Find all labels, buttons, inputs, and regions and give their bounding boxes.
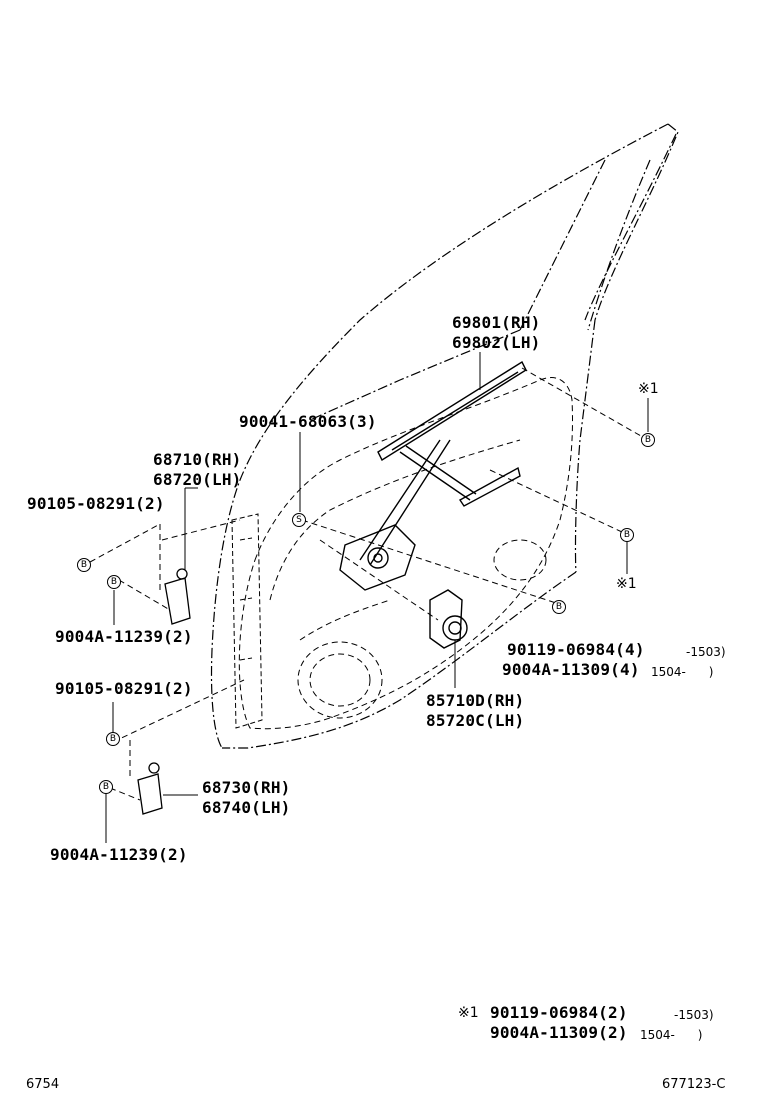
label-motor-lh: 85720C(LH) bbox=[426, 711, 525, 730]
hinge-pillar bbox=[231, 513, 263, 729]
label-hinge-upper-rh: 68710(RH) bbox=[153, 450, 242, 469]
b-symbol-upper-left: B bbox=[77, 558, 91, 572]
label-bolt-top: 90041-68063(3) bbox=[239, 412, 377, 431]
label-bolt-upper-a: 90105-08291(2) bbox=[27, 494, 165, 513]
lower-hinge bbox=[137, 762, 163, 815]
footnote-line2-part: 9004A-11309(2) bbox=[490, 1023, 628, 1042]
b-symbol-upper-hinge: B bbox=[107, 575, 121, 589]
label-regulator-lh: 69802(LH) bbox=[452, 333, 541, 352]
ref-mark-top: ※1 bbox=[638, 381, 659, 397]
label-motor-rh: 85710D(RH) bbox=[426, 691, 525, 710]
label-hinge-lower-lh: 68740(LH) bbox=[202, 798, 291, 817]
label-bolt-upper-b: 9004A-11239(2) bbox=[55, 627, 193, 646]
dashed-leaders bbox=[89, 367, 642, 801]
b-symbol-motor: B bbox=[552, 600, 566, 614]
footer-left-code: 6754 bbox=[26, 1077, 60, 1092]
upper-hinge bbox=[164, 568, 191, 625]
footnote-mark: ※1 bbox=[458, 1005, 479, 1021]
label-bolt-motor-b: 9004A-11309(4) bbox=[502, 660, 640, 679]
window-motor bbox=[429, 589, 468, 649]
ref-mark-bottom: ※1 bbox=[616, 576, 637, 592]
b-symbol-mid-right: B bbox=[620, 528, 634, 542]
label-regulator-rh: 69801(RH) bbox=[452, 313, 541, 332]
s-symbol: S bbox=[292, 513, 306, 527]
label-bolt-motor-b-date: 1504- ) bbox=[651, 665, 714, 679]
b-symbol-lower-hinge: B bbox=[99, 780, 113, 794]
label-hinge-upper-lh: 68720(LH) bbox=[153, 470, 242, 489]
label-bolt-motor-a-date: -1503) bbox=[686, 645, 726, 659]
door-outline bbox=[210, 123, 679, 749]
label-hinge-lower-rh: 68730(RH) bbox=[202, 778, 291, 797]
footnote-line1-part: 90119-06984(2) bbox=[490, 1003, 628, 1022]
regulator-rail bbox=[339, 360, 527, 591]
label-bolt-lower-b: 9004A-11239(2) bbox=[50, 845, 188, 864]
footnote-line2-date: 1504- ) bbox=[640, 1028, 703, 1042]
b-symbol-lower-left: B bbox=[106, 732, 120, 746]
leader-lines bbox=[105, 352, 649, 843]
footer-right-code: 677123-C bbox=[662, 1077, 726, 1092]
label-bolt-motor-a: 90119-06984(4) bbox=[507, 640, 645, 659]
door-inner-panel bbox=[238, 377, 573, 730]
b-symbol-top-right: B bbox=[641, 433, 655, 447]
footnote-line1-date: -1503) bbox=[674, 1008, 714, 1022]
label-bolt-lower-a: 90105-08291(2) bbox=[55, 679, 193, 698]
